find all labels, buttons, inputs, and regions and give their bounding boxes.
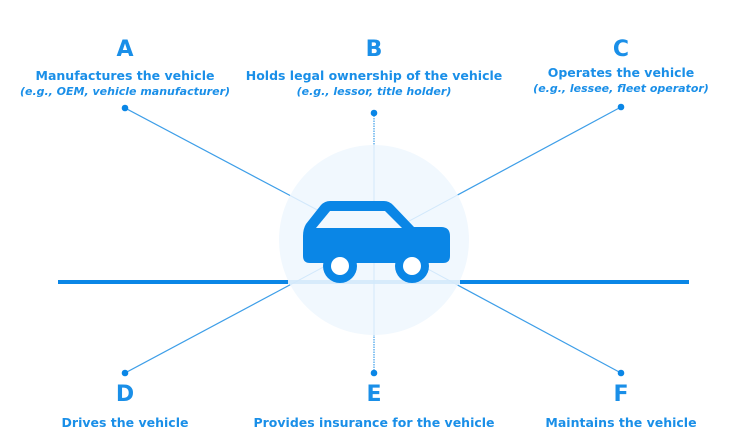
role-letter: F [613, 382, 629, 407]
connector-line-a [124, 107, 291, 197]
connector-dot-c [617, 103, 625, 111]
connector-line-d [124, 284, 291, 374]
connector-line-f [457, 284, 622, 374]
connector-dot-a [121, 104, 129, 112]
role-node-d: D Drives the vehicle [0, 382, 255, 431]
connector-dot-b [370, 109, 378, 117]
role-node-c: C Operates the vehicle (e.g., lessee, fl… [491, 37, 750, 96]
role-description: Provides insurance for the vehicle [253, 415, 495, 430]
connector-dot-e [370, 369, 378, 377]
role-description: Maintains the vehicle [545, 415, 697, 430]
role-node-f: F Maintains the vehicle [491, 382, 750, 431]
car-icon [303, 201, 450, 283]
role-description: Operates the vehicle [547, 65, 695, 80]
role-letter: E [366, 382, 382, 407]
role-example: (e.g., lessee, fleet operator) [533, 82, 709, 95]
ground-line-left [58, 280, 290, 284]
role-description: Holds legal ownership of the vehicle [245, 68, 503, 83]
role-node-e: E Provides insurance for the vehicle [244, 382, 504, 431]
role-letter: D [115, 382, 135, 407]
role-letter: A [116, 37, 134, 62]
role-example: (e.g., OEM, vehicle manufacturer) [19, 85, 231, 98]
connector-line-c [457, 106, 622, 196]
role-example: (e.g., lessor, title holder) [296, 85, 452, 98]
role-description: Manufactures the vehicle [35, 68, 215, 83]
connector-dot-d [121, 369, 129, 377]
role-node-b: B Holds legal ownership of the vehicle (… [244, 37, 504, 99]
role-letter: B [365, 37, 383, 62]
ground-line-right [459, 280, 689, 284]
role-description: Drives the vehicle [61, 415, 189, 430]
role-letter: C [612, 37, 630, 62]
role-node-a: A Manufactures the vehicle (e.g., OEM, v… [0, 37, 255, 99]
connector-dot-f [617, 369, 625, 377]
